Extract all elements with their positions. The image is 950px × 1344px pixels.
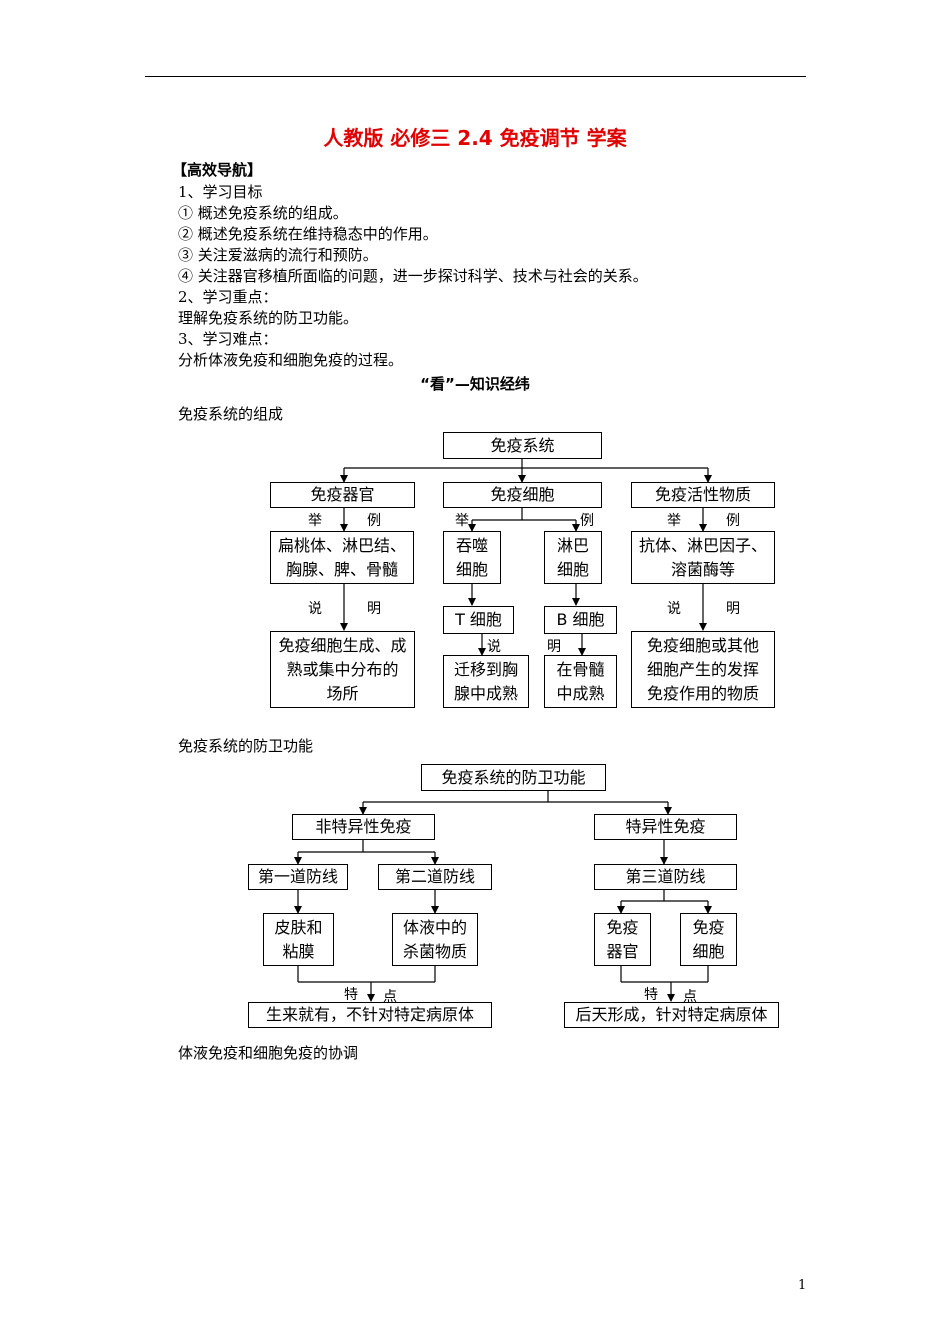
label-shuo: 说 [667,601,681,617]
goal-item: ④ 关注器官移植所面临的问题，进一步探讨科学、技术与社会的关系。 [178,267,648,285]
node-specific-immunity: 特异性免疫 [594,814,737,840]
difficulty-heading: 3、学习难点： [178,330,278,348]
key-heading: 2、学习重点： [178,288,278,306]
node-lymphocytes: 淋巴 细胞 [544,531,602,584]
label-te: 特 [644,987,658,1003]
subheading-defense: 免疫系统的防卫功能 [178,737,314,755]
label-dian: 点 [383,989,397,1005]
label-ming: 明 [367,601,381,617]
label-ju: 举 [308,513,322,529]
node-immune-cells-2: 免疫 细胞 [680,913,737,966]
nav-heading: 【高效导航】 [172,161,263,179]
node-substances-description: 免疫细胞或其他 细胞产生的发挥 免疫作用的物质 [631,631,775,708]
node-nonspecific-feature: 生来就有，不针对特定病原体 [248,1002,492,1028]
label-shuo: 说 [487,639,501,655]
goal-item: ① 概述免疫系统的组成。 [178,204,348,222]
node-immune-cells: 免疫细胞 [443,482,602,508]
node-defense-function: 免疫系统的防卫功能 [421,764,606,791]
label-te: 特 [344,987,358,1003]
node-nonspecific-immunity: 非特异性免疫 [292,814,435,840]
goals-heading: 1、学习目标 [178,183,263,201]
node-substances-examples: 抗体、淋巴因子、 溶菌酶等 [631,531,775,584]
label-li: 例 [726,513,740,529]
subheading-coordination: 体液免疫和细胞免疫的协调 [178,1044,359,1062]
label-ming: 明 [726,601,740,617]
node-second-line: 第二道防线 [378,864,492,890]
node-b-cell-description: 在骨髓 中成熟 [544,655,617,708]
header-rule [145,76,806,77]
node-specific-feature: 后天形成，针对特定病原体 [564,1002,779,1028]
label-dian: 点 [683,989,697,1005]
node-immune-substances: 免疫活性物质 [631,482,775,508]
label-ju: 举 [667,513,681,529]
label-ming: 明 [547,639,561,655]
node-organs-examples: 扁桃体、淋巴结、 胸腺、脾、骨髓 [270,531,414,584]
node-t-cell-description: 迁移到胸 腺中成熟 [443,655,529,708]
label-li: 例 [580,513,594,529]
page-number: 1 [798,1278,807,1293]
node-first-line: 第一道防线 [248,864,348,890]
node-immune-organs: 免疫器官 [270,482,415,508]
label-shuo: 说 [308,601,322,617]
node-bactericidal-substances: 体液中的 杀菌物质 [392,913,478,966]
subheading-composition: 免疫系统的组成 [178,405,284,423]
node-third-line: 第三道防线 [594,864,737,890]
difficulty-text: 分析体液免疫和细胞免疫的过程。 [178,351,404,369]
goal-item: ② 概述免疫系统在维持稳态中的作用。 [178,225,438,243]
node-b-cell: B 细胞 [544,606,617,634]
goal-item: ③ 关注爱滋病的流行和预防。 [178,246,378,264]
node-t-cell: T 细胞 [443,606,514,634]
label-ju: 举 [455,513,469,529]
node-immune-organs-2: 免疫 器官 [594,913,651,966]
node-organs-description: 免疫细胞生成、成 熟或集中分布的 场所 [270,631,415,708]
page-title: 人教版 必修三 2.4 免疫调节 学案 [323,126,627,150]
node-phagocytes: 吞噬 细胞 [443,531,501,584]
label-li: 例 [367,513,381,529]
section-title: “看”—知识经纬 [420,375,530,393]
node-skin-mucosa: 皮肤和 粘膜 [263,913,334,966]
node-immune-system: 免疫系统 [443,432,602,459]
key-text: 理解免疫系统的防卫功能。 [178,309,359,327]
